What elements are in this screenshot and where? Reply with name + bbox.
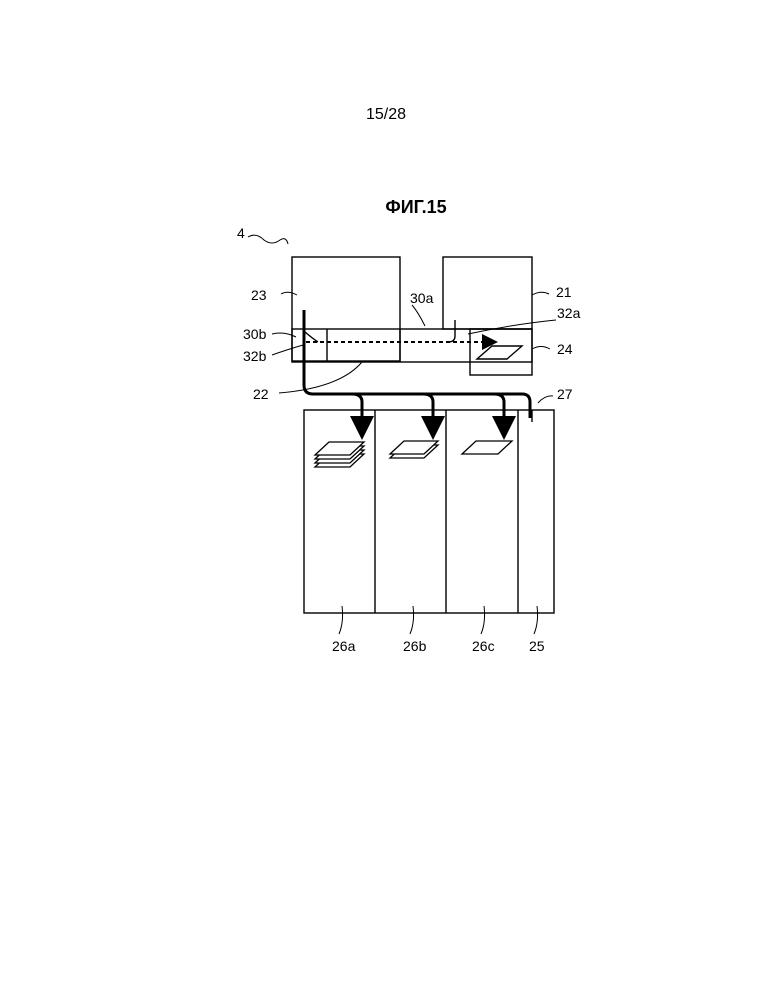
- leader-26a: [339, 606, 343, 634]
- branch-26b: [423, 394, 433, 428]
- label-30b: 30b: [243, 326, 267, 342]
- label-32b: 32b: [243, 348, 267, 364]
- leader-21: [532, 292, 549, 295]
- path-30b-curve: [305, 332, 318, 342]
- leader-32b: [272, 345, 303, 355]
- label-21: 21: [556, 284, 572, 300]
- leader-30a: [412, 305, 425, 326]
- label-device-4: 4: [237, 225, 245, 241]
- unit-21-box: [443, 257, 532, 329]
- label-26c: 26c: [472, 638, 495, 654]
- leader-32a: [468, 320, 556, 334]
- leader-27: [538, 396, 553, 403]
- label-30a: 30a: [410, 290, 434, 306]
- path-30a-curve: [448, 320, 455, 342]
- label-26a: 26a: [332, 638, 356, 654]
- label-23: 23: [251, 287, 267, 303]
- sheet-in-24-icon: [477, 346, 522, 359]
- label-22: 22: [253, 386, 269, 402]
- leader-22: [279, 362, 362, 393]
- leader-25: [534, 606, 538, 634]
- main-sort-path: [304, 310, 530, 418]
- label-24: 24: [557, 341, 573, 357]
- leader-device-4: [248, 235, 288, 244]
- label-26b: 26b: [403, 638, 427, 654]
- branch-26c: [494, 394, 504, 428]
- sheet-stack-26b-icon: [390, 441, 438, 458]
- sheet-26c-icon: [462, 441, 512, 454]
- leader-24: [532, 347, 550, 350]
- leader-23: [281, 292, 297, 295]
- label-32a: 32a: [557, 305, 581, 321]
- leader-26b: [410, 606, 414, 634]
- label-27: 27: [557, 386, 573, 402]
- sheet-stack-26a-icon: [315, 442, 364, 467]
- leader-26c: [481, 606, 485, 634]
- branch-26a: [352, 394, 362, 428]
- label-25: 25: [529, 638, 545, 654]
- unit-23-box: [292, 257, 400, 361]
